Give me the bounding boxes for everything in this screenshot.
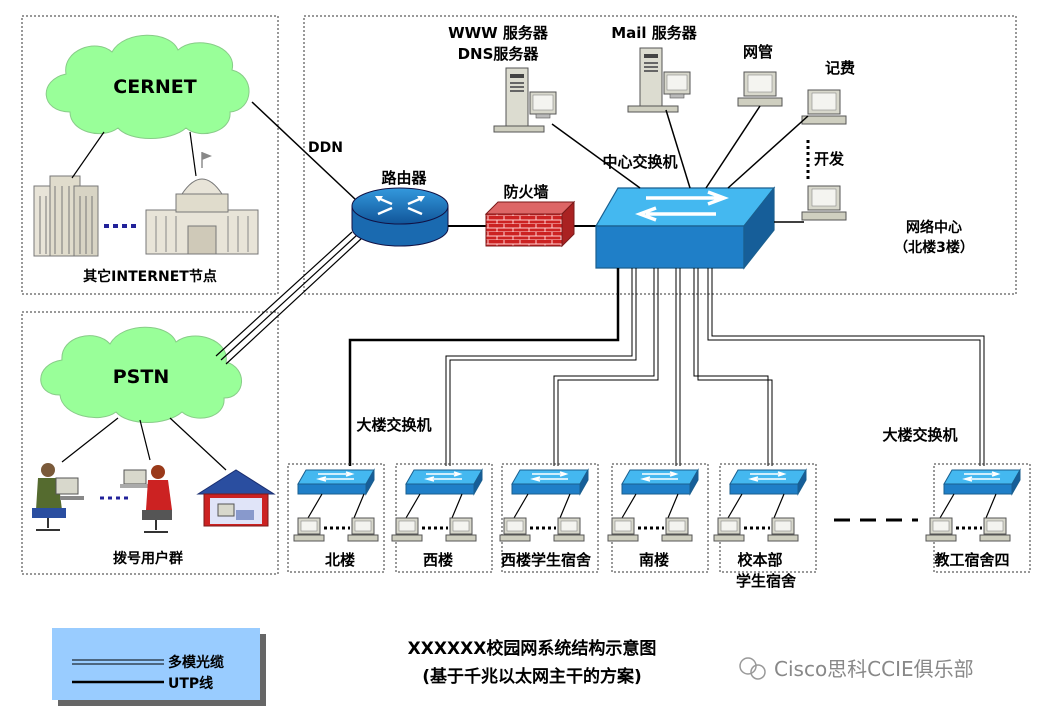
building-name: 教工宿舍四 [933, 551, 1009, 569]
workstation-icon [553, 517, 585, 542]
dns-server-label: DNS服务器 [458, 45, 540, 63]
building-name: 南楼 [639, 551, 669, 569]
workstation-icon [607, 517, 639, 542]
pstn-region-box [21, 311, 279, 575]
building-switch-icon [405, 469, 483, 495]
workstation-icon [445, 517, 477, 542]
building-name: 校本部 [737, 551, 782, 569]
workstation-icon [391, 517, 423, 542]
router-icon [351, 187, 449, 247]
utp-uplinks [348, 268, 620, 466]
core-switch-icon [594, 186, 776, 270]
development-pc-icon [801, 185, 847, 221]
mail-server-icon [627, 47, 691, 113]
cernet-label: CERNET [113, 76, 196, 98]
building-switch-icon [511, 469, 589, 495]
workstation-icon [499, 517, 531, 542]
dialup-users-label: 拨号用户群 [113, 550, 183, 567]
watermark-text: Cisco思科CCIE俱乐部 [774, 657, 974, 681]
workstation-icon [925, 517, 957, 542]
network-center-box [303, 15, 1017, 295]
workstation-icon [979, 517, 1011, 542]
watermark: Cisco思科CCIE俱乐部 [739, 657, 974, 681]
office-building-icon [33, 175, 99, 257]
workstation-icon [713, 517, 745, 542]
netcenter-label-line2: （北楼3楼） [894, 239, 974, 256]
netcenter-label-line1: 网络中心 [906, 219, 962, 236]
firewall-label: 防火墙 [503, 183, 548, 201]
building-switch-icon [729, 469, 807, 495]
netmgmt-pc-icon [737, 71, 783, 107]
fiber-uplinks [445, 268, 985, 466]
netmgmt-label: 网管 [743, 43, 773, 61]
mail-server-label: Mail 服务器 [611, 24, 698, 42]
building-name: 北楼 [325, 551, 355, 569]
development-label: 开发 [814, 150, 845, 168]
building-name: 西楼学生宿舍 [501, 551, 592, 569]
workstation-icon [767, 517, 799, 542]
house-icon [196, 469, 276, 527]
ddn-label: DDN [308, 140, 343, 156]
firewall-icon [484, 200, 576, 248]
core-switch-label: 中心交换机 [602, 153, 677, 171]
building-switch-label-right: 大楼交换机 [882, 426, 957, 444]
www-dns-server-icon [493, 67, 557, 133]
building-switch-label-left: 大楼交换机 [356, 416, 431, 434]
building-name-line2: 学生宿舍 [736, 572, 797, 590]
building-name: 西楼 [423, 551, 453, 569]
building-box [501, 463, 599, 573]
woman-at-laptop-icon [120, 465, 172, 533]
diagram-title-line2: (基于千兆以太网主干的方案) [422, 666, 642, 687]
ddn-link [251, 101, 357, 201]
capitol-building-icon [145, 152, 259, 255]
building-box [287, 463, 385, 573]
person-at-computer-icon [32, 463, 84, 531]
legend-fiber-label: 多模光缆 [168, 654, 224, 671]
workstation-icon [293, 517, 325, 542]
building-switch-icon [943, 469, 1021, 495]
cernet-cloud: CERNET [45, 34, 250, 139]
router-label: 路由器 [381, 169, 427, 187]
www-server-label: WWW 服务器 [448, 24, 549, 42]
pstn-cloud: PSTN [40, 326, 242, 423]
other-internet-label: 其它INTERNET节点 [83, 268, 217, 285]
internet-region-box [21, 15, 279, 295]
workstation-icon [347, 517, 379, 542]
router-pstn-link [215, 231, 363, 365]
legend: 多模光缆 UTP线 [52, 628, 266, 706]
building-switch-icon [621, 469, 699, 495]
billing-pc-icon [801, 89, 847, 125]
billing-label: 记费 [825, 59, 855, 77]
pstn-label: PSTN [113, 366, 169, 388]
building-switch-icon [297, 469, 375, 495]
workstation-icon [661, 517, 693, 542]
legend-utp-label: UTP线 [168, 675, 213, 692]
diagram-title-line1: XXXXXX校园网系统结构示意图 [408, 638, 657, 659]
